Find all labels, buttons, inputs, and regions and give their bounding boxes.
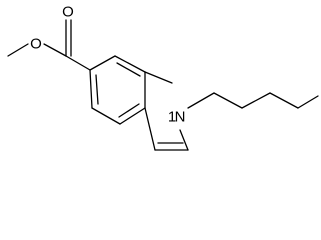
butyl-bond-1 bbox=[187, 92, 215, 109]
carbonyl-oxygen-label: O bbox=[62, 4, 74, 21]
ester-oxygen-label: O bbox=[30, 36, 42, 53]
butyl-bond-4 bbox=[269, 92, 299, 109]
ring-bond-n1-c2 bbox=[179, 129, 189, 151]
ring-bond-c7a-n1 bbox=[144, 71, 173, 84]
carbonyl-ring-bond bbox=[65, 55, 91, 71]
ring-bond-c6-c7 bbox=[89, 55, 116, 71]
ring-bond-c7-c7a-inner bbox=[116, 62, 141, 77]
butyl-bond-5 bbox=[297, 95, 319, 109]
butyl-bond-2 bbox=[213, 92, 243, 109]
ring-bond-c5-c6-inner bbox=[95, 74, 99, 105]
ring-bond-c7-c7a bbox=[114, 55, 146, 73]
ring-bond-c5-c6 bbox=[89, 69, 93, 109]
ring-bond-c3a-c4 bbox=[119, 107, 146, 125]
ring-nitrogen-label: N bbox=[175, 109, 186, 126]
ring-nitrogen-locant-label: 1 bbox=[168, 109, 176, 126]
ester-o-carbonyl-bond bbox=[43, 43, 67, 57]
butyl-bond-3 bbox=[241, 92, 271, 109]
ring-bond-c4-c5 bbox=[91, 107, 121, 125]
ring-bond-c3a-c4-inner bbox=[118, 103, 140, 118]
chemical-structure-diagram: O O N 1 bbox=[7, 4, 319, 151]
ring-bond-c3-c3a bbox=[144, 107, 156, 151]
methyl-bond bbox=[7, 43, 29, 57]
